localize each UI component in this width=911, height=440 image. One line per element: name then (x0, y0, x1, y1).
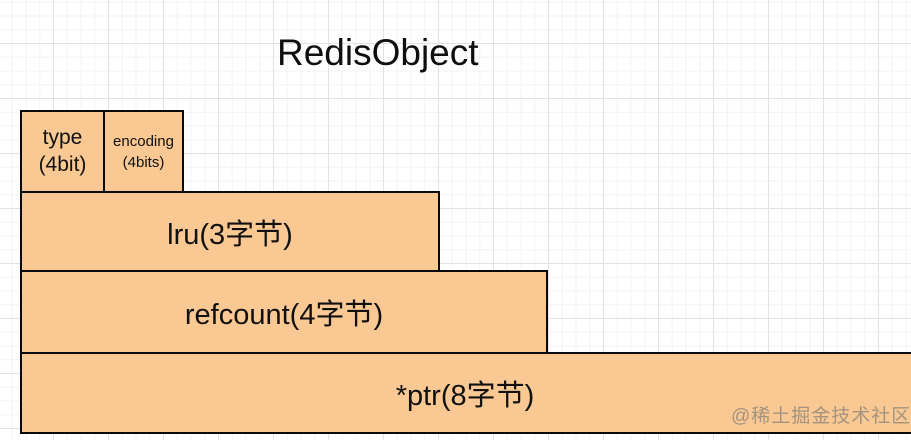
diagram-title: RedisObject (277, 32, 479, 73)
field-encoding-label-line1: encoding (113, 132, 174, 150)
field-lru-box: lru(3字节) (20, 191, 440, 272)
field-type-label-line1: type (42, 126, 83, 150)
field-encoding-box: encoding (4bits) (103, 110, 184, 193)
site-watermark: @稀土掘金技术社区 (731, 406, 911, 427)
field-refcount-label: refcount(4字节) (184, 299, 384, 331)
field-ptr-label: *ptr(8字节) (395, 380, 535, 412)
field-encoding-label-line2: (4bits) (122, 153, 165, 171)
field-type-box: type (4bit) (20, 110, 105, 193)
field-lru-label: lru(3字节) (167, 218, 293, 251)
field-ptr-box: *ptr(8字节) (20, 352, 911, 434)
field-type-label-line2: (4bit) (38, 152, 87, 176)
field-refcount-box: refcount(4字节) (20, 270, 548, 354)
